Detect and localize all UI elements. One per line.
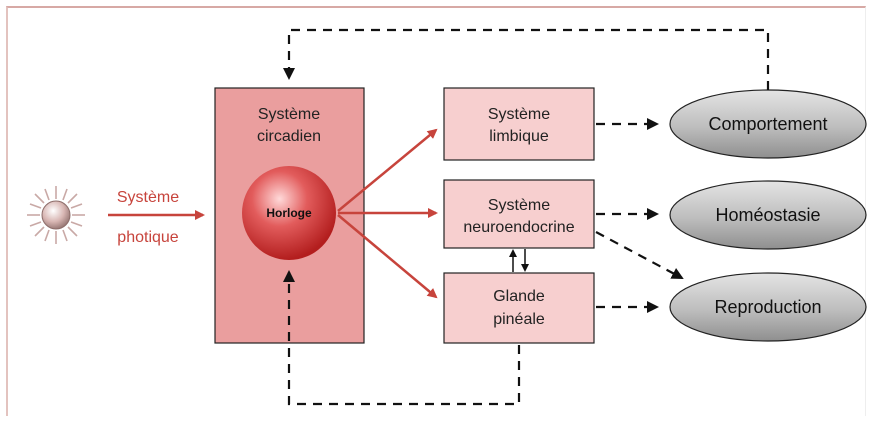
- homeostasis-label: Homéostasie: [715, 205, 820, 225]
- clock-label: Horloge: [266, 206, 312, 220]
- limbic-line1: Système: [488, 106, 550, 123]
- clock-sphere: [242, 166, 336, 260]
- pineal-line1: Glande: [493, 288, 545, 305]
- behavior-feedback-arrow: [283, 28, 770, 90]
- neuroendocrine-to-reproduction-arrow: [595, 231, 684, 279]
- neuroendocrine-system-box: [443, 179, 595, 249]
- behavior-label: Comportement: [708, 114, 827, 134]
- sun-light-icon: [27, 186, 85, 244]
- reproduction-label: Reproduction: [714, 297, 821, 317]
- photic-system-label-line2: photique: [117, 229, 178, 246]
- pineal-gland-box: [443, 272, 595, 344]
- limbic-system-box: [443, 87, 595, 161]
- photic-system-label-line1: Système: [117, 189, 179, 206]
- neuroendocrine-line1: Système: [488, 197, 550, 214]
- homeostasis-ellipse: [669, 180, 867, 250]
- pineal-feedback-arrow: [283, 270, 521, 406]
- circadian-title-line1: Système: [258, 106, 320, 123]
- circadian-title-line2: circadien: [257, 128, 321, 145]
- reproduction-ellipse: [669, 272, 867, 342]
- clock-to-pineal-arrow: [337, 214, 438, 299]
- neuroendocrine-line2: neuroendocrine: [463, 219, 574, 236]
- limbic-line2: limbique: [489, 128, 549, 145]
- clock-to-limbic-arrow: [337, 128, 438, 212]
- pineal-line2: pinéale: [493, 311, 545, 328]
